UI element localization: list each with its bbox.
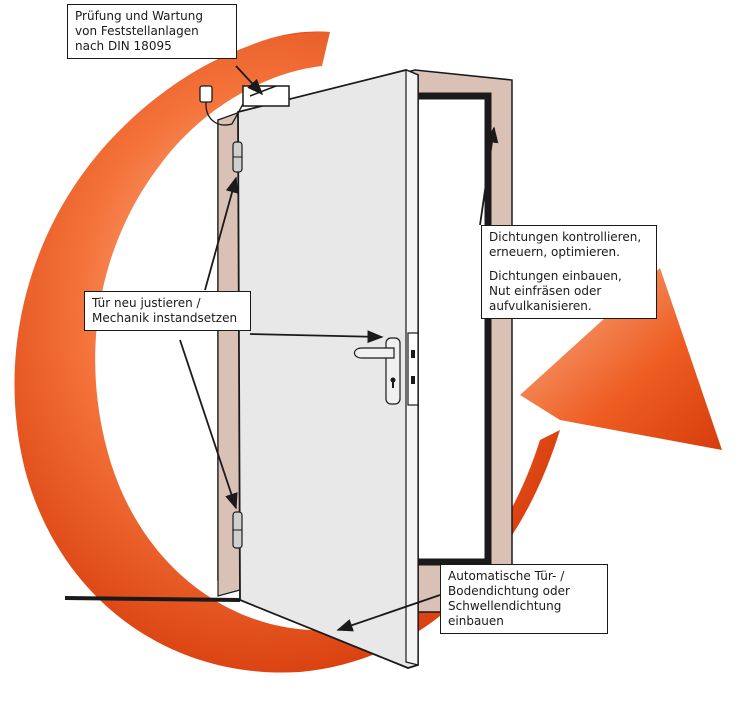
callout-text-line: einbauen — [448, 614, 504, 628]
door-lock-icon — [407, 332, 419, 406]
door-leaf — [237, 69, 419, 669]
callout-text-line: Nut einfräsen oder — [489, 284, 602, 298]
callout-text-line: Tür neu justieren / — [92, 296, 201, 310]
leader-lines — [179, 65, 499, 632]
floor-line — [64, 596, 241, 602]
callout-text-line: nach DIN 18095 — [75, 39, 172, 53]
door-hinge-icon — [232, 141, 243, 173]
callout-text-line: Bodendichtung oder — [448, 584, 570, 598]
door-handle-icon — [353, 337, 401, 405]
callout-text-line: Dichtungen einbauen, — [489, 269, 622, 283]
circular-arrow-icon — [14, 31, 722, 673]
callout-text-line: Schwellendichtung — [448, 599, 562, 613]
callout-text-line: erneuern, optimieren. — [489, 245, 620, 259]
callout-adjust: Tür neu justieren / Mechanik instandsetz… — [84, 291, 251, 331]
callout-text-line: Mechanik instandsetzen — [92, 311, 238, 325]
callout-text-line: Prüfung und Wartung — [75, 9, 203, 23]
door-seal — [418, 92, 492, 566]
callout-text-line: aufvulkanisieren. — [489, 299, 592, 313]
callout-text-line: von Feststellanlagen — [75, 24, 199, 38]
callout-seals: Dichtungen kontrollieren, erneuern, opti… — [481, 225, 657, 319]
callout-text-line: Automatische Tür- / — [448, 569, 565, 583]
callout-bottom-seal: Automatische Tür- / Bodendichtung oder S… — [440, 564, 608, 634]
door-hinge-icon — [232, 511, 243, 549]
callout-text-line: Dichtungen kontrollieren, — [489, 230, 642, 244]
callout-inspection: Prüfung und Wartung von Feststellanlagen… — [67, 4, 237, 59]
